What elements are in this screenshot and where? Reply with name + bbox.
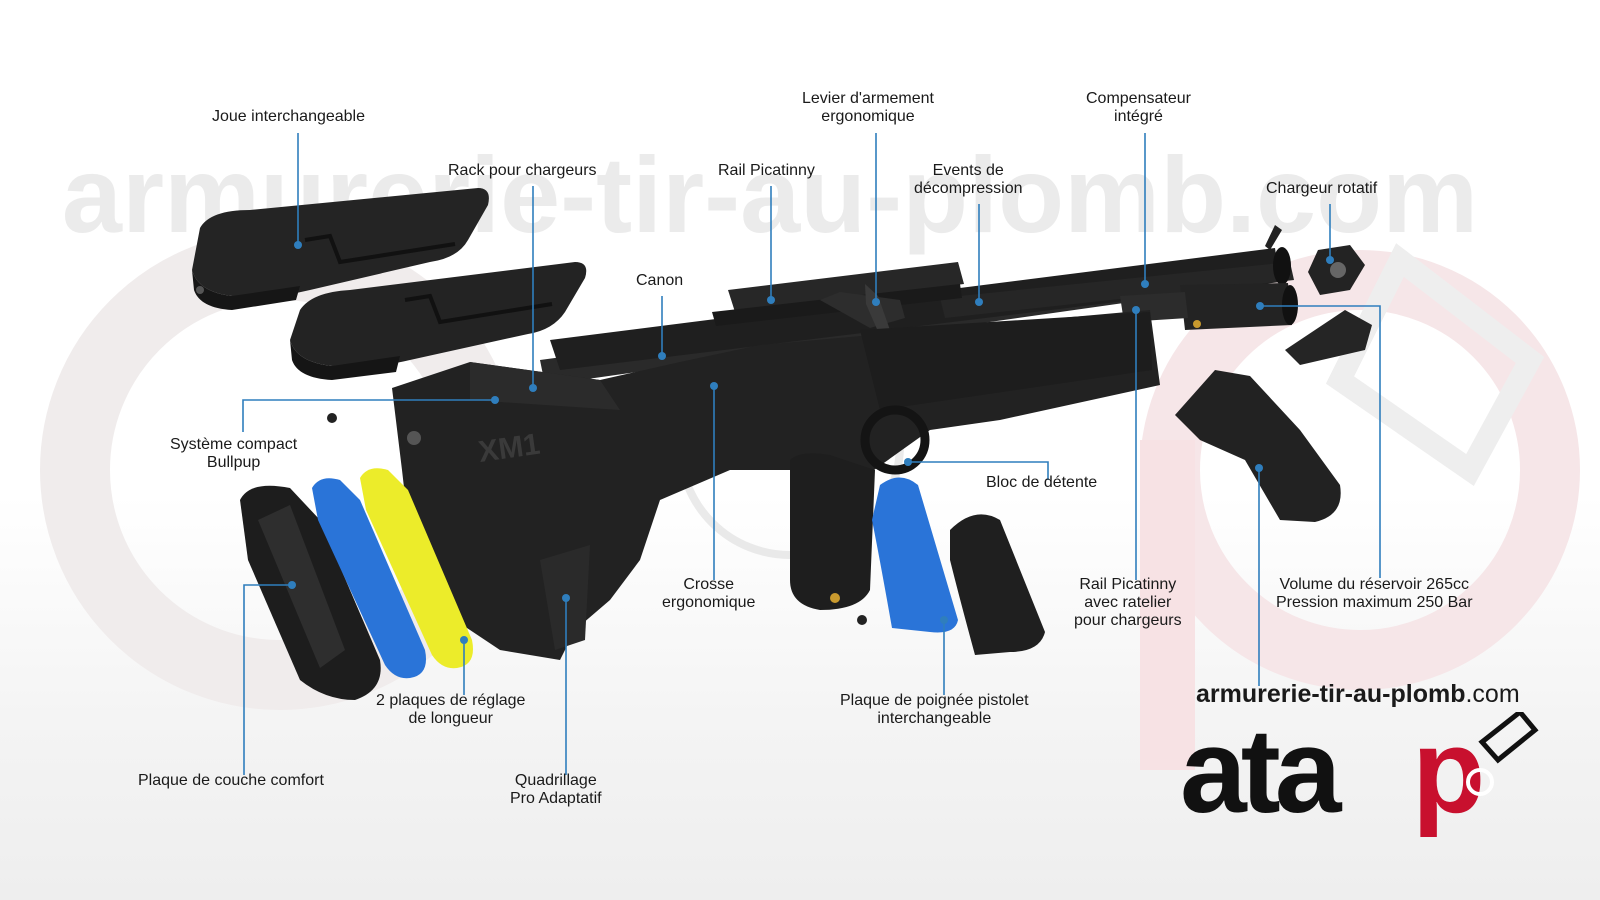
screws — [327, 225, 1282, 625]
pencil-icon — [1478, 712, 1539, 764]
spacer-yellow — [360, 468, 473, 669]
label-bloc: Bloc de détente — [986, 474, 1098, 491]
watermark-bar — [1140, 440, 1195, 770]
top-rail — [712, 262, 964, 336]
main-stock: XM1 — [392, 310, 1160, 660]
site-url: armurerie-tir-au-plomb.com — [1196, 680, 1520, 708]
leader-dots — [288, 241, 1334, 644]
right-parts — [1175, 310, 1372, 522]
logo-text-p: p — [1412, 712, 1485, 838]
logo-text-ata: ata — [1180, 712, 1343, 838]
atap-logo: ata p — [1180, 712, 1539, 838]
leader-volume — [1260, 305, 1381, 578]
rotary-magazine — [1308, 245, 1365, 295]
label-joue: Joue interchangeable — [212, 108, 366, 125]
label-couche: Plaque de couche comfort — [138, 772, 324, 789]
leader-systeme — [242, 399, 495, 432]
grip-black — [950, 514, 1045, 655]
label-chargeur: Chargeur rotatif — [1266, 180, 1378, 197]
label-rail-top: Rail Picatinny — [718, 162, 815, 179]
leader-couche — [243, 584, 292, 775]
recoil-pad — [240, 485, 381, 700]
target-icon — [1466, 768, 1494, 796]
leader-bloc — [908, 461, 1049, 480]
cheek-piece-lower — [290, 262, 587, 380]
cheek-piece-upper — [192, 188, 489, 310]
label-rack: Rack pour chargeurs — [448, 162, 597, 179]
spacer-blue — [312, 478, 426, 679]
label-canon: Canon — [636, 272, 684, 289]
leader-lines — [242, 133, 1381, 775]
grip-blue — [872, 477, 958, 633]
